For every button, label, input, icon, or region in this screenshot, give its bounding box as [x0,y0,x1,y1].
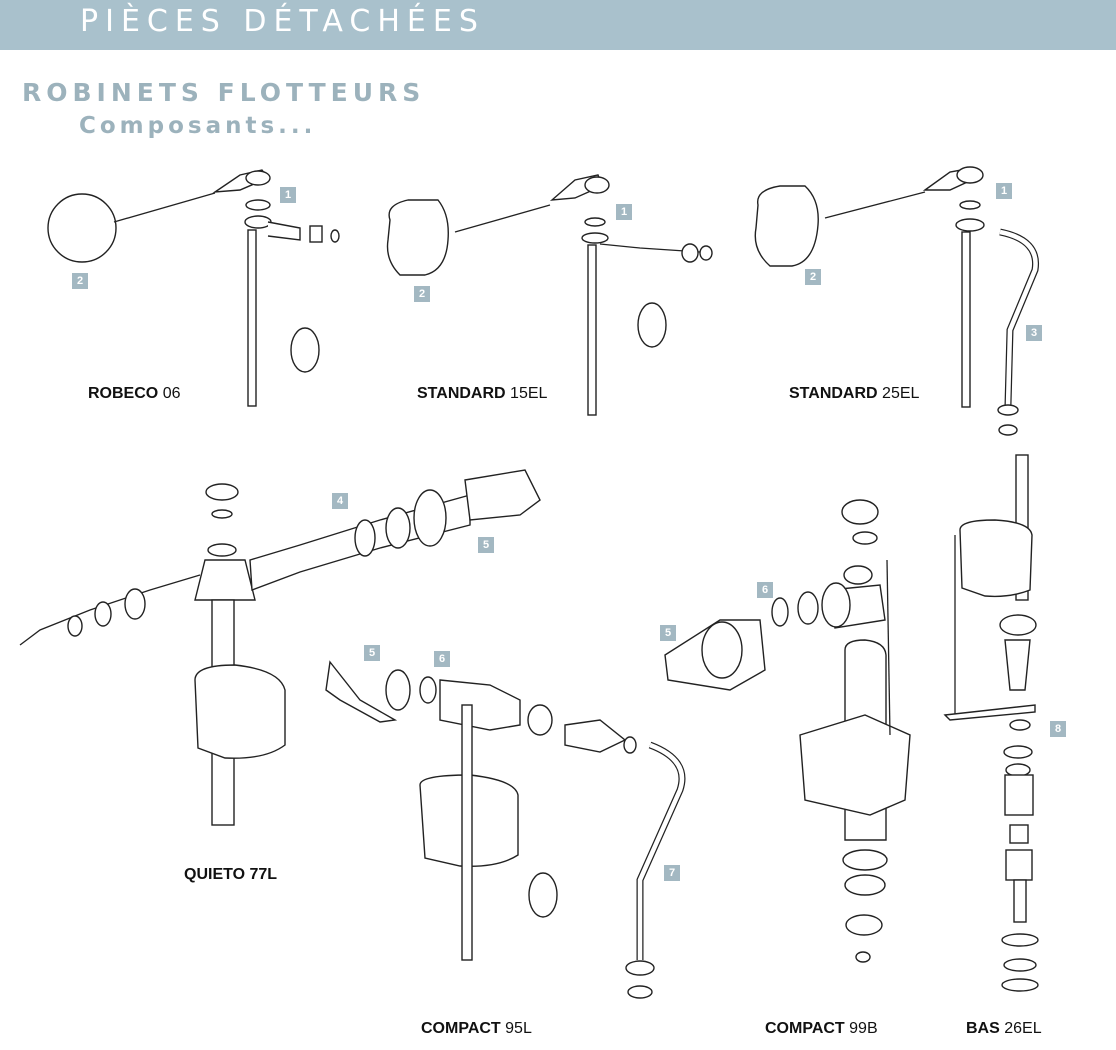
part-badge: 2 [805,269,821,285]
caption-name: STANDARD [789,385,878,402]
part-badge: 5 [660,625,676,641]
caption-bas-26el: BAS 26EL [966,1020,1042,1038]
compact-99b-drawing [664,499,911,963]
header-band: PIÈCES DÉTACHÉES [0,0,1116,50]
caption-compact-95l: COMPACT 95L [421,1020,532,1038]
compact-95l-drawing [325,660,686,999]
bas-26el-drawing [943,454,1039,992]
part-badge: 4 [332,493,348,509]
caption-name: COMPACT [421,1020,501,1037]
caption-name: BAS [966,1020,1000,1037]
part-badge: 5 [364,645,380,661]
section-title: ROBINETS FLOTTEURS [22,78,426,107]
part-badge: 8 [1050,721,1066,737]
part-badge: 6 [434,651,450,667]
part-badge: 6 [757,582,773,598]
part-badge: 3 [1026,325,1042,341]
standard-25el-drawing [754,166,1040,436]
caption-model: 06 [162,385,181,402]
header-divider [892,49,1116,50]
standard-15el-drawing [386,174,713,416]
caption-model: 95L [505,1020,532,1037]
caption-name: STANDARD [417,385,506,402]
caption-model: 25EL [882,385,920,402]
caption-model: 77L [249,866,278,883]
caption-standard-15el: STANDARD 15EL [417,385,547,403]
caption-name: ROBECO [88,385,159,402]
caption-standard-25el: STANDARD 25EL [789,385,919,403]
page-title: PIÈCES DÉTACHÉES [80,4,485,39]
caption-model: 15EL [510,385,548,402]
caption-compact-99b: COMPACT 99B [765,1020,878,1038]
caption-quieto-77l: QUIETO 77L [184,866,277,884]
part-badge: 5 [478,537,494,553]
quieto-77l-drawing [19,469,541,826]
section-subtitle: Composants... [79,113,317,139]
caption-model: 99B [849,1020,878,1037]
part-badge: 2 [414,286,430,302]
caption-model: 26EL [1004,1020,1042,1037]
caption-name: QUIETO [184,866,246,883]
caption-robeco-06: ROBECO 06 [88,385,180,403]
part-badge: 2 [72,273,88,289]
part-badge: 7 [664,865,680,881]
robeco-06-drawing [47,169,340,407]
part-badge: 1 [280,187,296,203]
part-badge: 1 [996,183,1012,199]
caption-name: COMPACT [765,1020,845,1037]
part-badge: 1 [616,204,632,220]
